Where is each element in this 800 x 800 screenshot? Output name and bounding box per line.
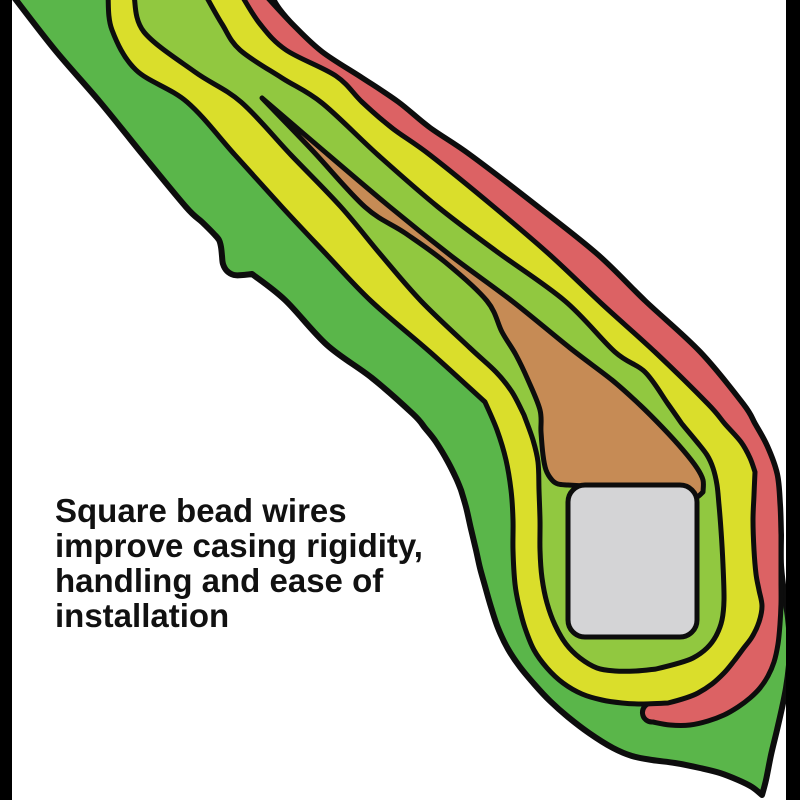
svg-text:handling and ease of: handling and ease of [55, 562, 384, 599]
svg-text:improve casing rigidity,: improve casing rigidity, [55, 527, 423, 564]
svg-text:installation: installation [55, 597, 229, 634]
svg-text:Square bead wires: Square bead wires [55, 492, 347, 529]
